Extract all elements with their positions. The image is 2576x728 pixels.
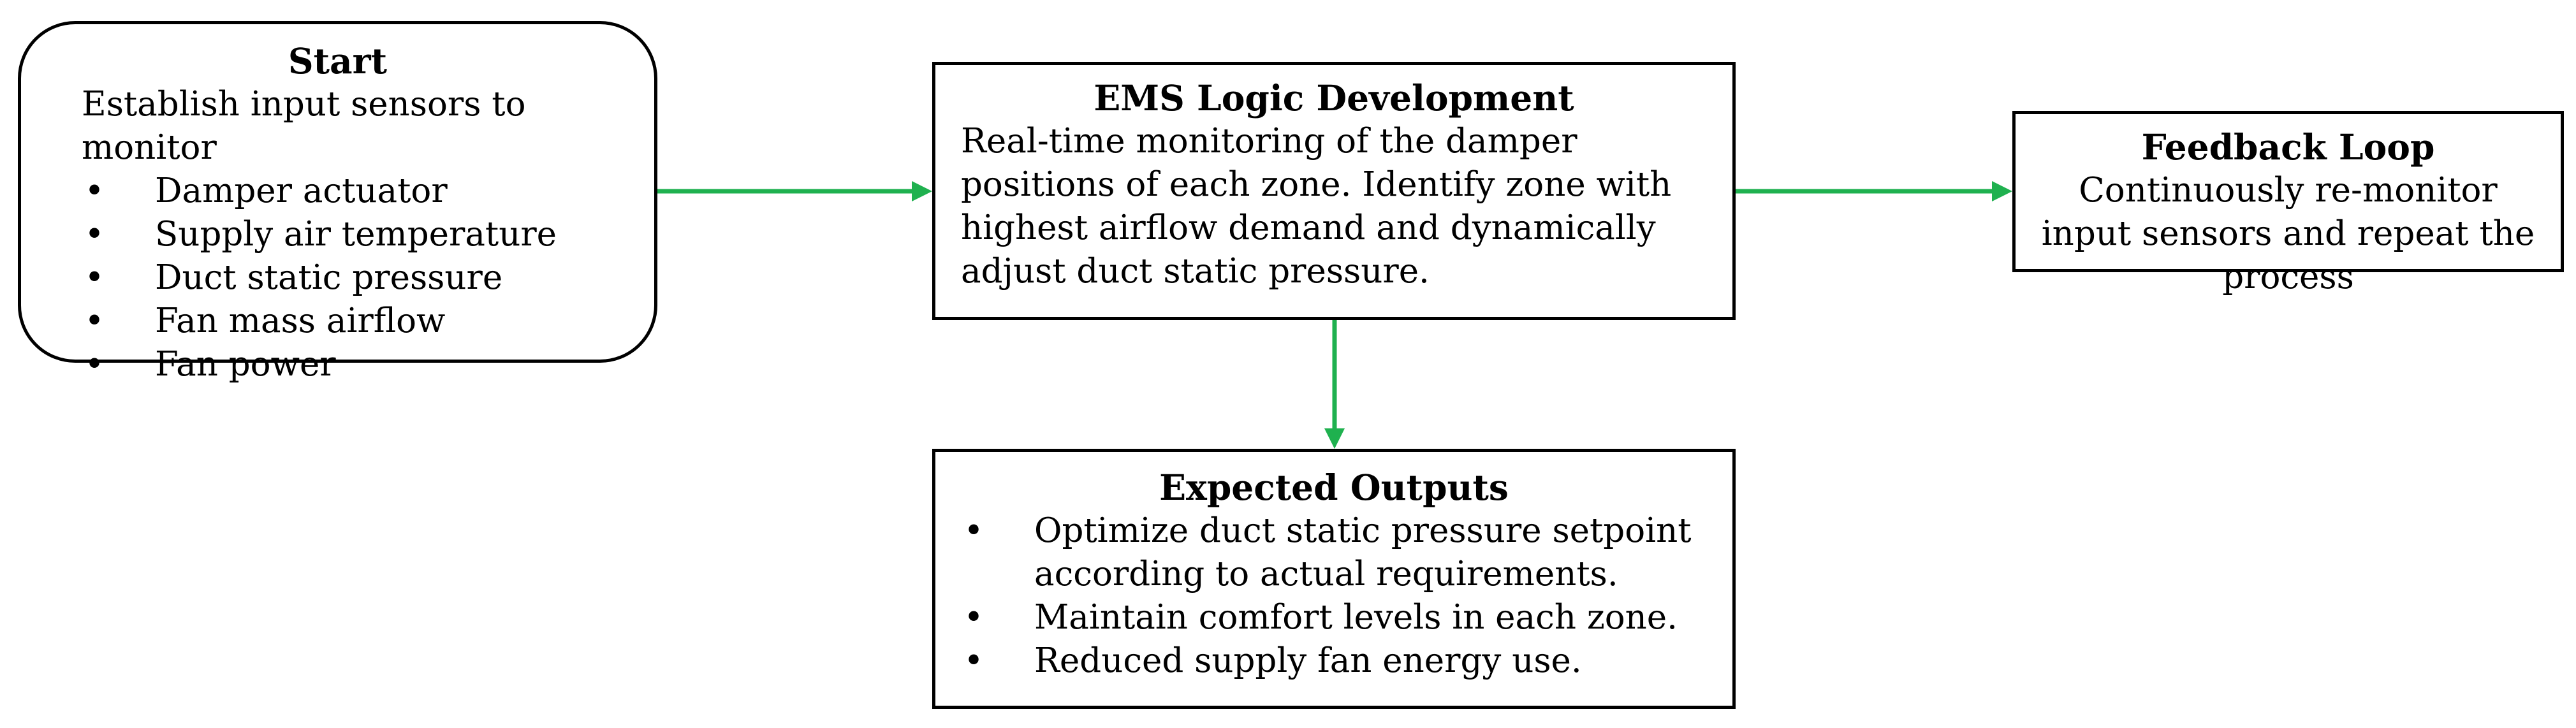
ems-logic-box: EMS Logic Development Real-time monitori… [932,62,1736,320]
list-item: •Duct static pressure [84,258,503,297]
ems-body: Real-time monitoring of the damper posit… [961,122,1672,291]
arrow-ems-to-feedback [1734,181,2012,201]
outputs-title: Expected Outputs [1159,467,1509,508]
list-item: •Reduced supply fan energy use. [963,641,1582,680]
list-item: •Fan power [84,345,336,384]
list-item: •Damper actuator [84,171,448,210]
list-item: •Fan mass airflow [84,302,446,340]
list-item: •Maintain comfort levels in each zone. [963,598,1678,637]
arrow-start-to-ems [657,181,932,201]
outputs-list: •Optimize duct static pressure setpoint … [961,509,1707,683]
start-title: Start [288,40,388,82]
arrow-ems-to-outputs [1324,320,1345,449]
feedback-body: Continuously re-monitor input sensors an… [2041,171,2535,296]
feedback-title: Feedback Loop [2141,126,2435,168]
start-box: Start Establish input sensors to monitor… [18,21,657,384]
start-sensor-list: •Damper actuator •Supply air temperature… [82,170,654,386]
list-item: •Optimize duct static pressure setpoint … [963,511,1692,593]
expected-outputs-box: Expected Outputs •Optimize duct static p… [932,449,1736,709]
ems-title: EMS Logic Development [1094,77,1574,119]
start-intro: Establish input sensors to monitor [82,85,526,167]
feedback-loop-box: Feedback Loop Continuously re-monitor in… [2012,111,2564,296]
list-item: •Supply air temperature [84,215,557,254]
